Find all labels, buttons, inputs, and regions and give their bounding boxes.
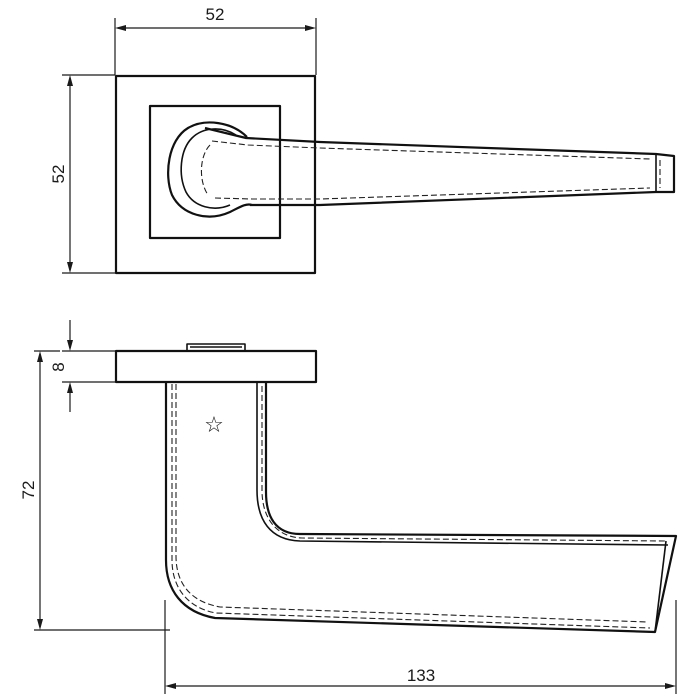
rose-outer-square — [114, 74, 317, 275]
rose-clip — [186, 343, 246, 352]
rose-thickness-dimension: 8 — [49, 320, 115, 412]
top-view: 52 52 — [49, 5, 676, 275]
rose-height-dimension: 52 — [49, 74, 115, 274]
rose-height-label: 52 — [49, 165, 68, 184]
handle-height-dimension: 72 — [19, 350, 170, 631]
star-icon: ☆ — [204, 413, 224, 438]
handle-length-dimension: 133 — [164, 600, 677, 694]
rose-thickness-label: 8 — [49, 362, 68, 371]
handle-length-label: 133 — [407, 666, 435, 685]
lever-side-view — [164, 382, 678, 634]
side-view: 8 72 133 — [19, 320, 678, 694]
rose-width-label: 52 — [206, 5, 225, 24]
handle-height-label: 72 — [19, 481, 38, 500]
rose-width-dimension: 52 — [114, 5, 317, 75]
lever-top-view — [167, 121, 676, 218]
rose-inner-square — [148, 104, 282, 240]
rose-plate-side — [114, 349, 318, 384]
